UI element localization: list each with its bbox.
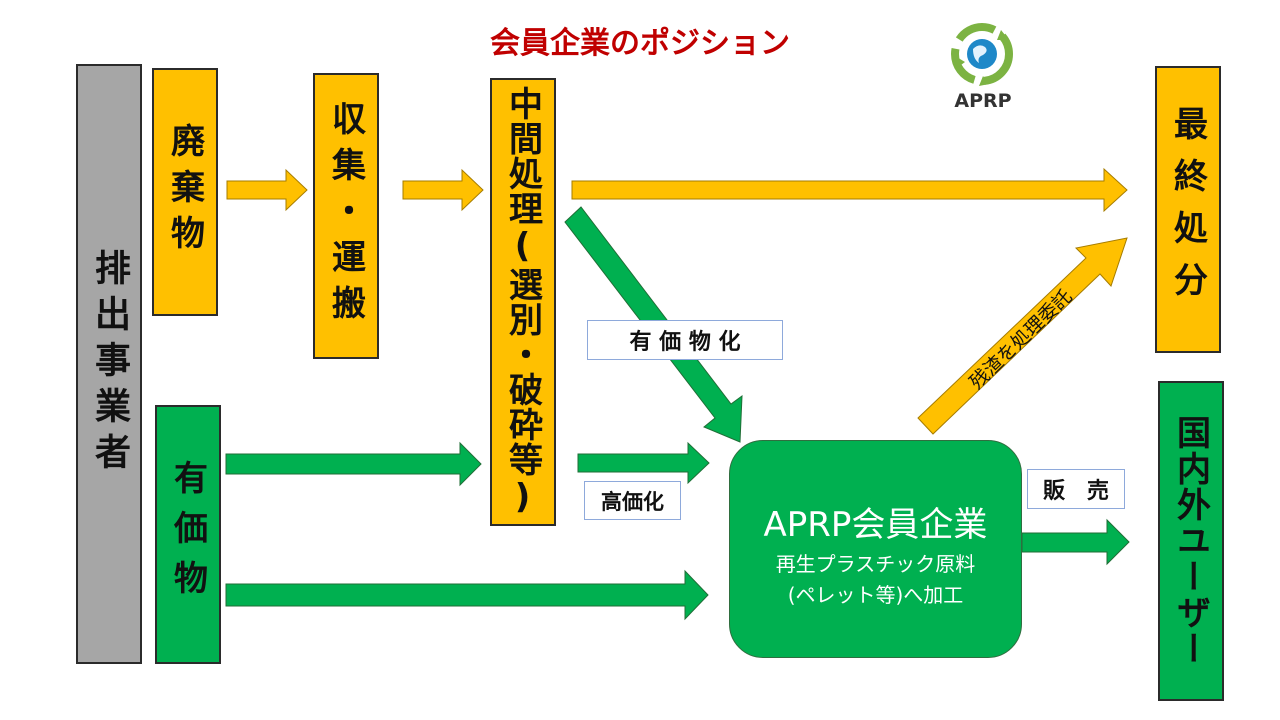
node-waste-label: 廃棄物 xyxy=(164,123,205,261)
node-intermediate-label: 中間処理(選別・破砕等) xyxy=(502,86,543,518)
node-discharger-label: 排出事業者 xyxy=(89,249,130,479)
node-waste: 廃棄物 xyxy=(152,68,218,316)
aprp-line1: 再生プラスチック原料 xyxy=(775,552,976,576)
arrow-aprp-to-final xyxy=(917,237,1128,435)
label-valuable-conversion: 有 価 物 化 xyxy=(587,320,783,360)
arrow-waste-to-collection xyxy=(226,168,308,212)
label-value-up: 高価化 xyxy=(584,481,681,520)
node-users: 国内外ユーザー xyxy=(1158,381,1224,701)
node-valuables-label: 有価物 xyxy=(167,459,208,610)
node-valuables: 有価物 xyxy=(155,405,221,664)
node-final-disposal-label: 最終処分 xyxy=(1167,105,1208,314)
recycle-globe-icon xyxy=(951,23,1013,86)
aprp-line2: (ペレット等)へ加工 xyxy=(787,583,964,607)
logo-text: APRP xyxy=(954,90,1012,112)
page-title: 会員企業のポジション xyxy=(490,26,790,61)
node-discharger: 排出事業者 xyxy=(76,64,142,664)
node-collection: 収集・運搬 xyxy=(313,73,379,359)
node-aprp-members: APRP会員企業 再生プラスチック原料 (ペレット等)へ加工 xyxy=(729,440,1022,658)
arrow-aprp-to-users xyxy=(1021,518,1130,566)
node-collection-label: 収集・運搬 xyxy=(325,101,366,331)
aprp-logo xyxy=(943,16,1023,116)
node-users-label: 国内外ユーザー xyxy=(1170,415,1211,667)
arrow-valuables-to-aprp xyxy=(225,569,709,621)
arrow-valuables-to-intermediate xyxy=(225,441,482,487)
label-sales: 販 売 xyxy=(1027,469,1125,509)
node-intermediate: 中間処理(選別・破砕等) xyxy=(490,78,556,526)
aprp-title: APRP会員企業 xyxy=(763,505,988,545)
arrow-collection-to-intermediate xyxy=(402,168,484,212)
arrow-intermediate-to-final xyxy=(571,167,1128,213)
arrow-intermediate-to-aprp xyxy=(577,441,710,485)
node-final-disposal: 最終処分 xyxy=(1155,66,1221,353)
